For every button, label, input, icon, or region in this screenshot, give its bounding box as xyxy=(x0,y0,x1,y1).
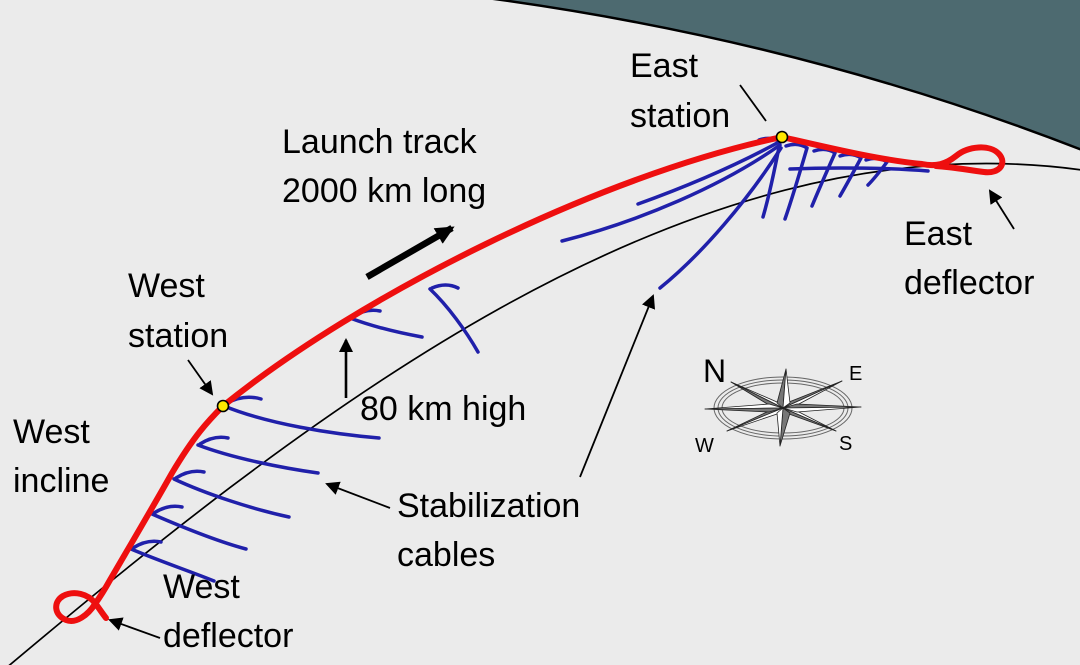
pointer-west-station xyxy=(187,359,214,396)
west-station-label-line1: West xyxy=(128,267,205,305)
stabilization-cables xyxy=(129,136,930,583)
height-label: 80 km high xyxy=(360,390,526,428)
launch-track-label-line1: Launch track xyxy=(282,123,478,161)
compass-south-label: S xyxy=(839,433,852,455)
pointer-east-deflector xyxy=(988,189,1015,230)
launch-track-line xyxy=(53,134,1006,624)
stabilization-cable xyxy=(428,283,480,354)
stabilization-cable xyxy=(150,504,248,551)
stabilization-cable xyxy=(196,435,320,475)
atmosphere-boundary-line xyxy=(492,0,1080,151)
stabilization-cable xyxy=(129,539,216,583)
pointer-stabilization-left xyxy=(325,481,391,509)
pointer-east-station xyxy=(739,84,767,122)
pointer-west-deflector xyxy=(108,617,161,639)
pointer-lines xyxy=(108,84,1015,639)
stabilization-cable xyxy=(636,140,781,206)
compass-east-label: E xyxy=(849,363,862,385)
west-station-label-line2: station xyxy=(128,317,228,355)
stabilization-label-line1: Stabilization xyxy=(397,487,580,525)
compass-north-label: N xyxy=(703,353,726,389)
launch-direction-arrow xyxy=(365,225,455,280)
west-incline-label-line2: incline xyxy=(13,462,109,500)
west-incline-label-line1: West xyxy=(13,413,90,451)
east-station-dot xyxy=(775,130,789,144)
pointer-stabilization-right xyxy=(579,294,656,478)
stabilization-label-line2: cables xyxy=(397,536,495,574)
compass-west-label: W xyxy=(695,435,714,457)
space-region xyxy=(501,0,1080,150)
west-deflector-label-line1: West xyxy=(163,568,240,606)
stabilization-cable xyxy=(560,143,782,243)
stabilization-cable xyxy=(788,166,930,173)
west-station-dot xyxy=(216,399,230,413)
stabilization-cable xyxy=(783,142,809,221)
east-station-label-line1: East xyxy=(630,47,699,85)
labels: East station Launch track 2000 km long W… xyxy=(13,47,1034,655)
east-deflector-label-line2: deflector xyxy=(904,264,1034,302)
stabilization-cable xyxy=(172,469,291,519)
west-deflector-label-line2: deflector xyxy=(163,617,293,655)
compass-rose-icon xyxy=(704,368,862,447)
east-deflector-label-line1: East xyxy=(904,215,973,253)
east-station-label-line2: station xyxy=(630,97,730,135)
launch-track-label-line2: 2000 km long xyxy=(282,172,486,210)
stabilization-cable xyxy=(658,146,783,290)
